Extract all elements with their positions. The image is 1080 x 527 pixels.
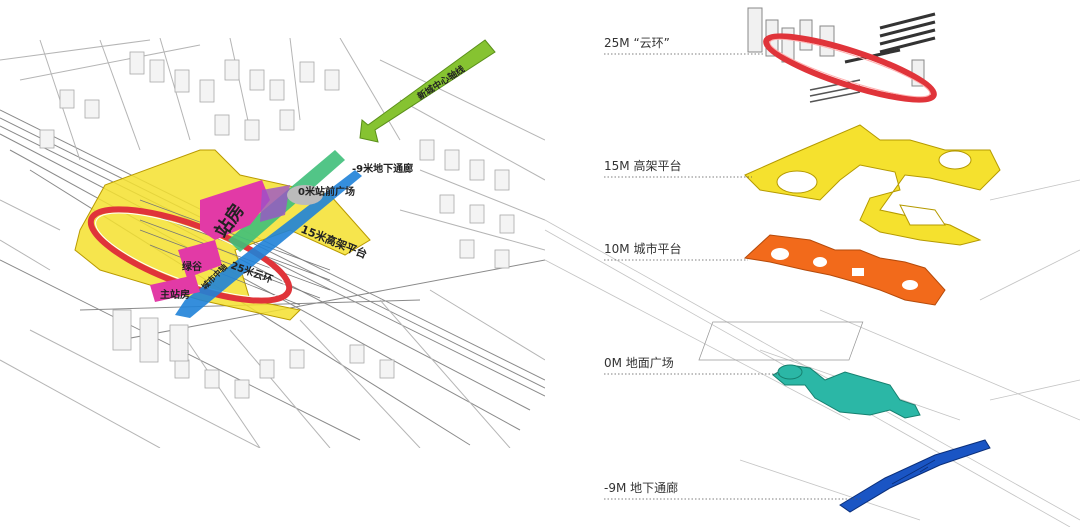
level-label-15m: 15M 高架平台	[604, 158, 752, 178]
level-label-minus9m: -9M 地下通廊	[604, 480, 862, 500]
label-metro-corridor: -9米地下通廊	[352, 162, 413, 175]
blue-metro-corridor	[175, 170, 362, 318]
level-0m-shape	[772, 364, 921, 419]
city-axis-arrow	[359, 39, 496, 143]
level-minus9m-shape	[839, 439, 991, 513]
label-plaza: 0米站前广场	[298, 185, 355, 198]
cloud-ring-shape	[763, 33, 937, 103]
level-label-25m: 25M “云环”	[604, 36, 765, 55]
level-25m-cloud-ring	[747, 7, 937, 103]
plaza-circle	[287, 185, 323, 205]
magenta-main-station	[150, 275, 200, 302]
magenta-green-valley	[178, 240, 222, 278]
exploded-levels: 25M “云环” 15M 高架平台 10M 城市平台 0M 地面广场 -9M 地…	[544, 7, 1080, 527]
svg-text:25M “云环”: 25M “云环”	[604, 36, 670, 50]
level-label-10m: 10M 城市平台	[604, 241, 748, 261]
buildings	[39, 51, 515, 399]
level-10m-shape	[743, 234, 946, 306]
label-green-valley: 绿谷	[182, 260, 203, 273]
label-arrow: 新城中心轴线	[415, 63, 467, 102]
svg-text:-9M 地下通廊: -9M 地下通廊	[604, 480, 678, 495]
svg-text:0M 地面广场: 0M 地面广场	[604, 356, 674, 370]
svg-text:15M 高架平台: 15M 高架平台	[604, 158, 681, 173]
svg-text:10M 城市平台: 10M 城市平台	[604, 241, 681, 256]
level-15m-shape	[744, 124, 1001, 246]
site-axonometric-map: 站房 -9米地下通廊 0米站前广场 15米高架平台 绿谷 25米云环 主站房 城…	[0, 38, 545, 448]
label-main-station: 主站房	[160, 288, 190, 301]
level-label-0m: 0M 地面广场	[604, 356, 780, 375]
magenta-station-hall	[200, 180, 270, 240]
